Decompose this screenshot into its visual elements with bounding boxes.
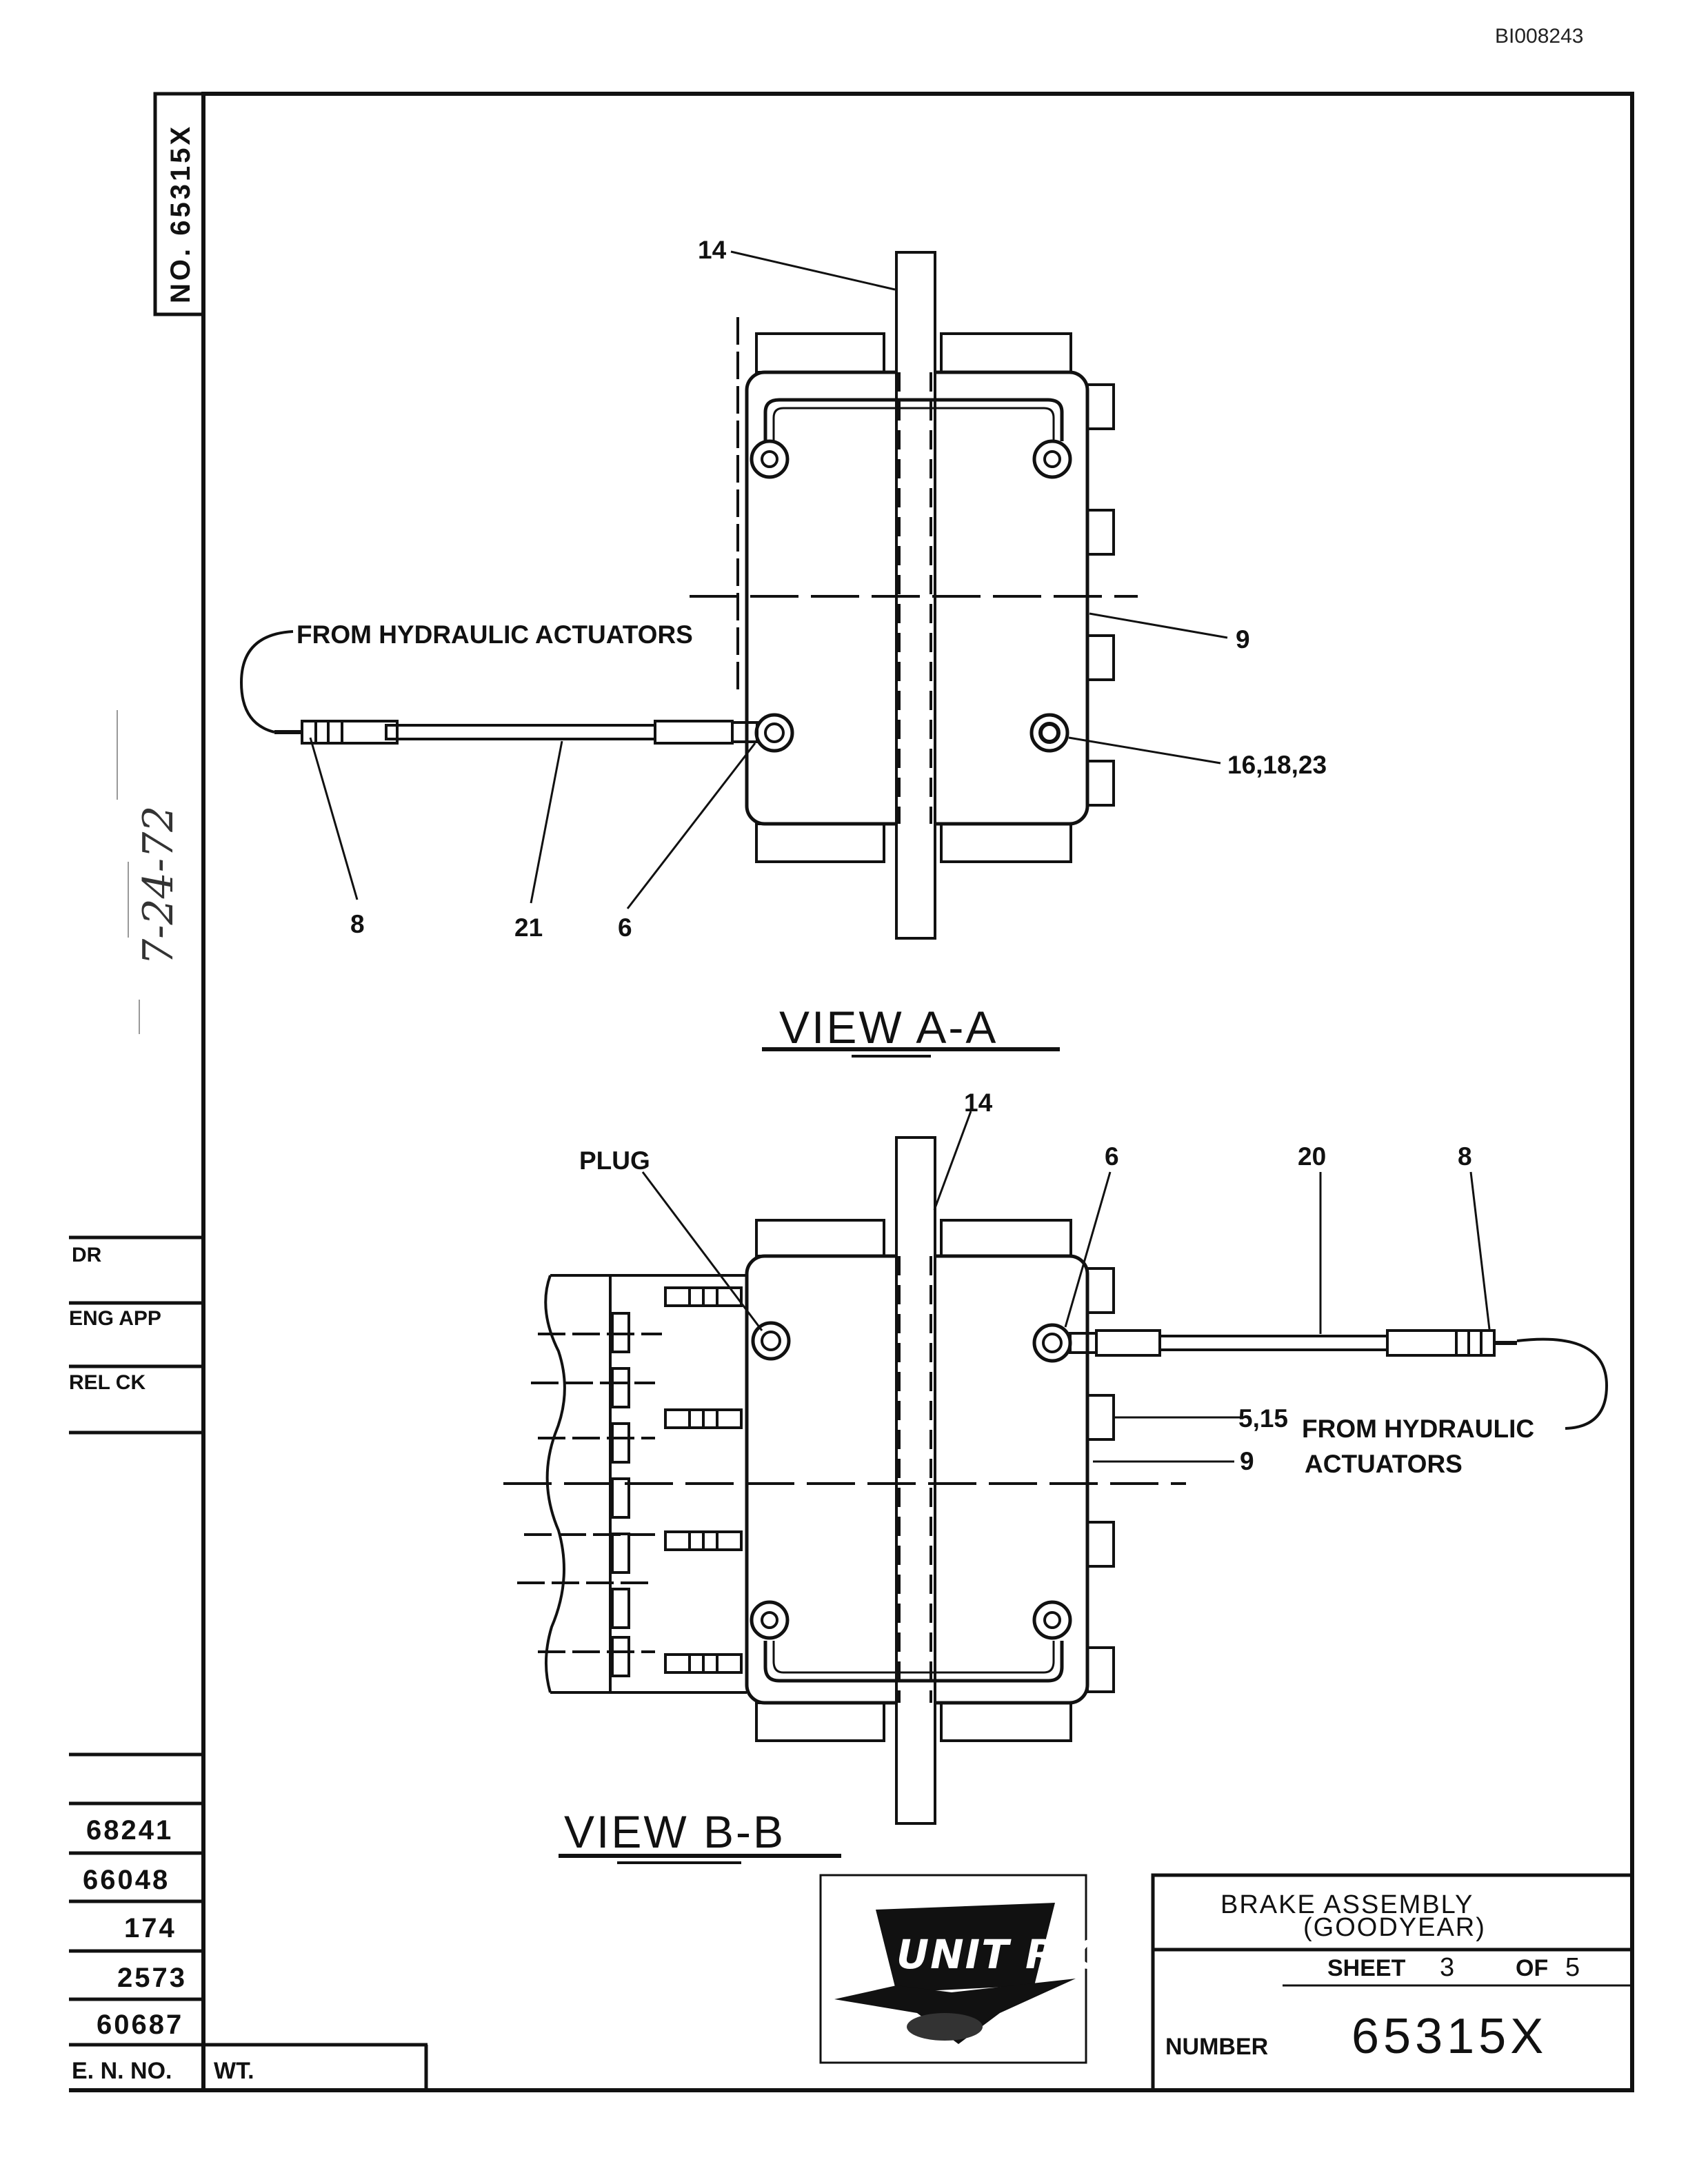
of-label: OF (1516, 1955, 1548, 1981)
view-b-title: VIEW B-B (564, 1806, 785, 1857)
view-b-assembly (503, 1136, 1609, 1825)
title-line-1: BRAKE ASSEMBLY (1220, 1890, 1474, 1919)
callout-9-view-b: 9 (1240, 1447, 1254, 1475)
rev-label-rel-ck: REL CK (69, 1371, 145, 1394)
drawing-border (69, 92, 1634, 2092)
en-table-lines (69, 1752, 428, 2090)
en-number-4: 2573 (117, 1963, 187, 1993)
view-a-annotation: FROM HYDRAULIC ACTUATORS (297, 620, 693, 649)
unit-rig-logo: UNIT RIG (819, 1874, 1108, 2064)
document-id: BI008243 (1495, 25, 1583, 48)
rev-label-eng-app: ENG APP (69, 1307, 161, 1330)
view-a-assembly (239, 251, 1138, 940)
callout-14-view-b: 14 (964, 1089, 993, 1117)
drawing-number: 65315X (1352, 2009, 1547, 2064)
view-a-leaders (309, 250, 1228, 909)
revision-block-lines (69, 1235, 203, 1435)
callout-16-18-23: 16,18,23 (1227, 751, 1327, 779)
view-a-title: VIEW A-A (779, 1002, 998, 1053)
callout-9-view-a: 9 (1236, 625, 1250, 654)
view-b-annotation-line1: FROM HYDRAULIC (1302, 1415, 1534, 1443)
callout-plug: PLUG (579, 1146, 650, 1175)
callout-6-view-b: 6 (1105, 1142, 1119, 1171)
weight-header: WT. (214, 2058, 254, 2084)
en-number-2: 66048 (83, 1865, 170, 1895)
title-block-lines (1151, 1873, 1634, 2092)
sheet-label: SHEET (1327, 1955, 1406, 1981)
drawing-number-side: NO. 65315X (165, 124, 196, 303)
view-b-leaders (641, 1111, 1491, 1463)
callout-20: 20 (1298, 1142, 1326, 1171)
en-number-5: 60687 (97, 2010, 183, 2040)
en-number-1: 68241 (86, 1815, 173, 1846)
faint-approval-stamp (117, 710, 140, 1034)
callout-8-view-a: 8 (350, 910, 365, 938)
rev-label-dr: DR (72, 1244, 102, 1266)
en-number-header: E. N. NO. (72, 2058, 172, 2084)
title-line-2: (GOODYEAR) (1303, 1913, 1486, 1942)
en-number-3: 174 (124, 1913, 177, 1943)
svg-text:UNIT RIG: UNIT RIG (896, 1931, 1108, 1978)
callout-21: 21 (514, 913, 543, 942)
handwritten-date: 7-24-72 (134, 806, 183, 965)
callout-8-view-b: 8 (1458, 1142, 1472, 1171)
callout-5-15: 5,15 (1238, 1404, 1288, 1433)
callout-14-view-a: 14 (698, 236, 727, 264)
number-label: NUMBER (1165, 2034, 1268, 2060)
sheet-total: 5 (1565, 1953, 1580, 1982)
sheet-number: 3 (1440, 1953, 1454, 1982)
view-b-annotation-line2: ACTUATORS (1305, 1450, 1463, 1478)
callout-6-view-a: 6 (618, 913, 632, 942)
